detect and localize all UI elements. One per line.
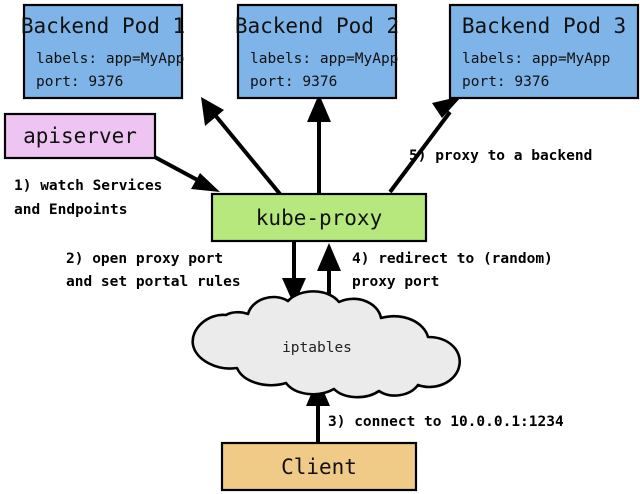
edge-line-pod1 bbox=[213, 113, 282, 196]
arrow-head-step1 bbox=[191, 173, 220, 192]
pod1-box[interactable] bbox=[22, 3, 184, 100]
edge-kubeproxy-to-iptables bbox=[282, 241, 306, 305]
iptables-label: iptables bbox=[282, 340, 352, 356]
pod3-title: Backend Pod 3 bbox=[462, 14, 626, 38]
pod1-title: Backend Pod 1 bbox=[21, 14, 185, 38]
pod2-port: port: 9376 bbox=[250, 74, 337, 90]
arrow-head-step5 bbox=[432, 96, 462, 118]
edge-label-step4-line2: proxy port bbox=[352, 274, 439, 290]
edge-kubeproxy-to-pod3 bbox=[388, 96, 462, 194]
pod2-box[interactable] bbox=[236, 3, 398, 100]
arrow-head-step4 bbox=[317, 243, 341, 271]
edge-label-step2-line2: and set portal rules bbox=[66, 274, 241, 290]
arrow-head-step2 bbox=[282, 278, 306, 305]
client-box[interactable] bbox=[220, 441, 418, 492]
apiserver-title: apiserver bbox=[23, 124, 137, 148]
edge-label-step2-line1: 2) open proxy port bbox=[66, 251, 223, 267]
node-backend-pod-1[interactable]: Backend Pod 1 labels: app=MyApp port: 93… bbox=[21, 3, 185, 100]
pod2-labels: labels: app=MyApp bbox=[250, 51, 398, 67]
pod3-labels: labels: app=MyApp bbox=[462, 51, 610, 67]
edge-kubeproxy-to-pod2 bbox=[307, 94, 331, 194]
node-client[interactable]: Client bbox=[220, 441, 418, 492]
node-backend-pod-3[interactable]: Backend Pod 3 labels: app=MyApp port: 93… bbox=[448, 3, 640, 100]
pod2-title: Backend Pod 2 bbox=[235, 14, 399, 38]
apiserver-box[interactable] bbox=[3, 112, 157, 160]
kubeproxy-box[interactable] bbox=[210, 192, 428, 243]
node-apiserver[interactable]: apiserver bbox=[3, 112, 157, 160]
iptables-cloud-shape bbox=[191, 290, 462, 399]
edge-label-step5-line1: 5) proxy to a backend bbox=[409, 148, 592, 164]
pod3-box[interactable] bbox=[448, 3, 640, 100]
node-iptables: iptables bbox=[191, 290, 462, 399]
edge-label-step1-line1: 1) watch Services bbox=[14, 178, 162, 194]
edge-line-step1 bbox=[150, 153, 204, 185]
edge-label-step4-line1: 4) redirect to (random) bbox=[352, 251, 553, 267]
arrow-head-pod2 bbox=[307, 94, 331, 122]
edge-label-step3-line1: 3) connect to 10.0.0.1:1234 bbox=[328, 414, 564, 430]
edge-apiserver-to-kubeproxy bbox=[150, 153, 220, 192]
node-backend-pod-2[interactable]: Backend Pod 2 labels: app=MyApp port: 93… bbox=[235, 3, 399, 100]
client-title: Client bbox=[281, 455, 357, 479]
node-kube-proxy[interactable]: kube-proxy bbox=[210, 192, 428, 243]
pod3-port: port: 9376 bbox=[462, 74, 549, 90]
edge-kubeproxy-to-pod1 bbox=[201, 97, 282, 196]
arrow-head-pod1 bbox=[201, 97, 224, 126]
pod1-port: port: 9376 bbox=[36, 74, 123, 90]
pod1-labels: labels: app=MyApp bbox=[36, 51, 184, 67]
kubeproxy-title: kube-proxy bbox=[256, 206, 382, 230]
edge-label-step1-line2: and Endpoints bbox=[14, 202, 128, 218]
edge-line-step5 bbox=[388, 110, 452, 194]
